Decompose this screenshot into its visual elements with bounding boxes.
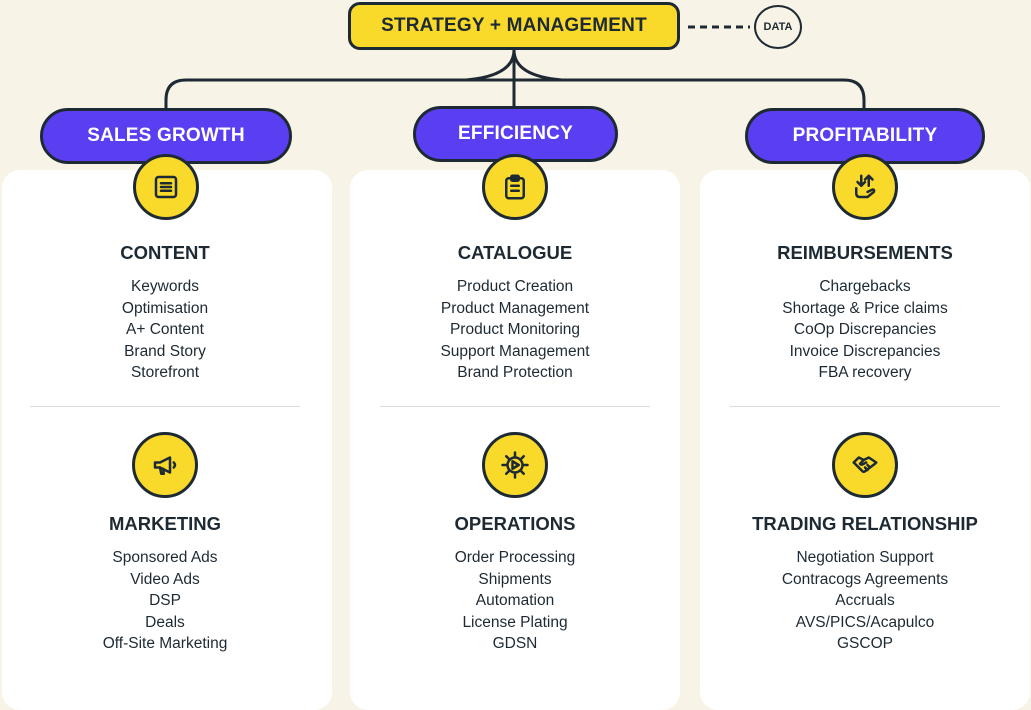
catalogue-list: Product Creation Product Management Prod…: [350, 276, 680, 384]
list-item: CoOp Discrepancies: [793, 321, 937, 338]
list-item: Off-Site Marketing: [102, 635, 228, 652]
section-title-marketing: MARKETING: [108, 513, 222, 534]
list-item: Video Ads: [130, 570, 200, 588]
handshake-icon: [832, 432, 898, 498]
list-item: Sponsored Ads: [112, 549, 218, 566]
money-transfer-icon: [832, 154, 898, 220]
list-item: Deals: [145, 613, 185, 631]
list-item: Product Monitoring: [449, 321, 581, 338]
list-item: A+ Content: [126, 321, 204, 338]
operations-list: Order Processing Shipments Automation Li…: [350, 547, 680, 655]
document-icon: [133, 154, 199, 220]
list-item: Accruals: [835, 592, 895, 609]
list-item: Brand Story: [124, 342, 206, 360]
data-node: DATA: [754, 5, 802, 49]
megaphone-icon: [132, 432, 198, 498]
list-item: Shortage & Price claims: [782, 299, 948, 317]
list-item: Negotiation Support: [796, 549, 934, 566]
list-item: Keywords: [130, 278, 200, 295]
list-item: FBA recovery: [818, 364, 912, 381]
divider: [30, 406, 300, 407]
list-item: Optimisation: [121, 299, 209, 317]
divider: [380, 406, 650, 407]
reimbursements-list: Chargebacks Shortage & Price claims CoOp…: [700, 276, 1030, 384]
list-item: DSP: [149, 592, 181, 609]
list-item: Order Processing: [454, 549, 576, 566]
pill-efficiency: EFFICIENCY: [413, 106, 618, 162]
list-item: Invoice Discrepancies: [789, 342, 941, 360]
list-item: Support Management: [440, 342, 590, 360]
section-title-catalogue: CATALOGUE: [457, 242, 573, 263]
list-item: Product Creation: [456, 278, 574, 295]
list-item: Contracogs Agreements: [781, 570, 949, 588]
section-title-trading-relationship: TRADING RELATIONSHIP: [752, 513, 978, 534]
trading-relationship-list: Negotiation Support Contracogs Agreement…: [700, 547, 1030, 655]
divider: [730, 406, 1000, 407]
list-item: Product Management: [440, 299, 590, 317]
list-item: Automation: [475, 592, 555, 609]
list-item: Shipments: [478, 570, 552, 588]
clipboard-icon: [482, 154, 548, 220]
list-item: AVS/PICS/Acapulco: [795, 613, 935, 631]
strategy-management-node: STRATEGY + MANAGEMENT: [348, 2, 680, 50]
section-title-content: CONTENT: [120, 242, 210, 263]
gear-icon: [482, 432, 548, 498]
list-item: GSCOP: [837, 635, 893, 652]
list-item: Storefront: [130, 364, 200, 381]
section-title-operations: OPERATIONS: [454, 513, 576, 534]
marketing-list: Sponsored Ads Video Ads DSP Deals Off-Si…: [0, 547, 330, 655]
list-item: GDSN: [492, 635, 538, 652]
section-title-reimbursements: REIMBURSEMENTS: [777, 242, 953, 263]
content-list: Keywords Optimisation A+ Content Brand S…: [0, 276, 330, 384]
list-item: Chargebacks: [819, 278, 911, 295]
list-item: License Plating: [462, 613, 568, 631]
list-item: Brand Protection: [457, 364, 573, 381]
